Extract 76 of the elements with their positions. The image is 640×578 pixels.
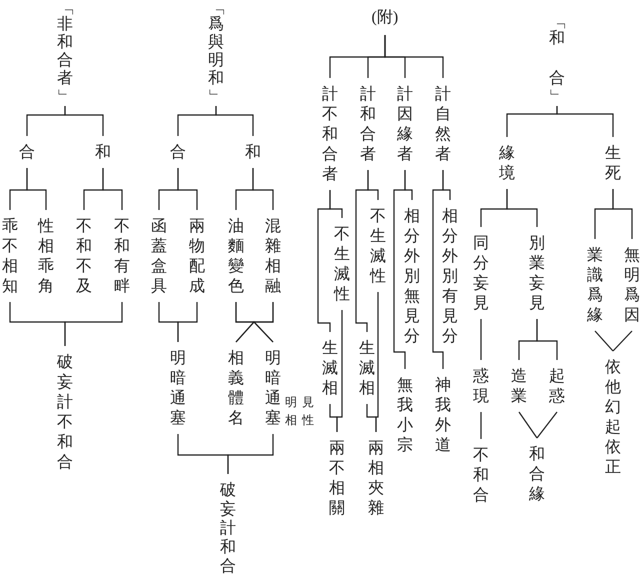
tree-term: 明暗通塞	[265, 350, 281, 426]
tree-heading: (附)	[372, 9, 398, 27]
tree-term: 不和有畔	[114, 218, 130, 294]
tree-term: 破妄計不和合	[57, 354, 73, 470]
tree-term: 兩物配成	[189, 218, 205, 294]
connector-line	[536, 412, 558, 438]
tree-term: 性相乖角	[38, 218, 54, 294]
connector-line	[329, 404, 338, 432]
connector-line	[64, 302, 123, 346]
tree-term: 不生滅性	[334, 226, 350, 302]
tree-term: 依他幻起依正	[605, 359, 621, 475]
tree-term: 兩相夾雜	[368, 440, 384, 516]
tree-term: 生死	[605, 145, 621, 181]
tree-term: 混雜相融	[265, 218, 281, 294]
connector-line	[612, 189, 633, 239]
connector-line	[432, 170, 444, 369]
tree-term: 和合緣	[529, 446, 545, 502]
tree-term: 相分外別有見分	[442, 208, 458, 344]
connector-line	[177, 302, 198, 342]
tree-term: 相分外別無見分	[404, 208, 420, 344]
connector-line	[227, 434, 274, 474]
connector-line	[506, 189, 538, 227]
tree-term: 計因緣者	[397, 86, 413, 162]
connector-line	[393, 170, 406, 369]
annotation-text: 見性	[302, 396, 314, 426]
tree-term: 造業	[511, 368, 527, 404]
connector-line	[480, 319, 482, 360]
tree-term: 緣境	[499, 145, 515, 181]
tree-term: 惑現	[473, 368, 489, 404]
connector-line	[355, 170, 369, 332]
tree-term: 不和合	[473, 447, 489, 503]
tree-term: 合	[170, 144, 186, 160]
tree-term: 相義體名	[228, 350, 244, 426]
connector-line	[384, 35, 444, 78]
connector-line	[102, 168, 123, 210]
annotation-text: 明相	[285, 396, 297, 426]
connector-line	[235, 302, 274, 342]
tree-term: 不和不及	[76, 218, 92, 294]
tree-term: 函蓋盒具	[151, 218, 167, 294]
tree-term: 神我外道	[435, 377, 451, 453]
connector-line	[26, 168, 47, 210]
connector-line	[366, 404, 377, 432]
connector-line	[556, 106, 614, 137]
tree-term: 同分妄見	[473, 235, 489, 311]
tree-term: 生滅相	[359, 340, 375, 396]
connector-line	[612, 330, 632, 352]
tree-term: 和	[95, 144, 111, 160]
tree-term: 明暗通塞	[170, 350, 186, 426]
connector-line	[64, 106, 104, 136]
connector-line	[480, 412, 482, 439]
tree-term: 乖不相知	[2, 218, 18, 294]
connector-line	[215, 106, 254, 136]
connector-line	[317, 190, 331, 332]
tree-term: 業識爲緣	[587, 247, 603, 323]
tree-term: 無我小宗	[397, 377, 413, 453]
tree-term: 兩不相關	[329, 440, 345, 516]
tree-term: 別業妄見	[529, 235, 545, 311]
tree-term: 計不和合者	[322, 86, 338, 182]
connector-line	[594, 330, 614, 352]
tree-term: 生滅相	[322, 340, 338, 396]
tree-term: 油麵變色	[228, 218, 244, 294]
connector-line	[252, 168, 274, 210]
connector-line	[536, 319, 558, 360]
tree-term: 合	[19, 144, 35, 160]
tree-heading: 「非和合者」	[57, 0, 73, 104]
tree-heading: 「爲與明和」	[208, 0, 224, 104]
connector-line	[518, 412, 538, 438]
tree-term: 和	[245, 144, 261, 160]
tree-term: 起惑	[549, 368, 565, 404]
tree-heading: 「和合」	[549, 14, 565, 104]
connector-line	[177, 168, 198, 210]
tree-term: 無明爲因	[624, 247, 640, 323]
tree-term: 計和合者	[360, 86, 376, 162]
tree-term: 不生滅性	[370, 208, 386, 284]
tree-term: 計自然者	[435, 86, 451, 162]
tree-term: 破妄計和合	[220, 482, 236, 574]
